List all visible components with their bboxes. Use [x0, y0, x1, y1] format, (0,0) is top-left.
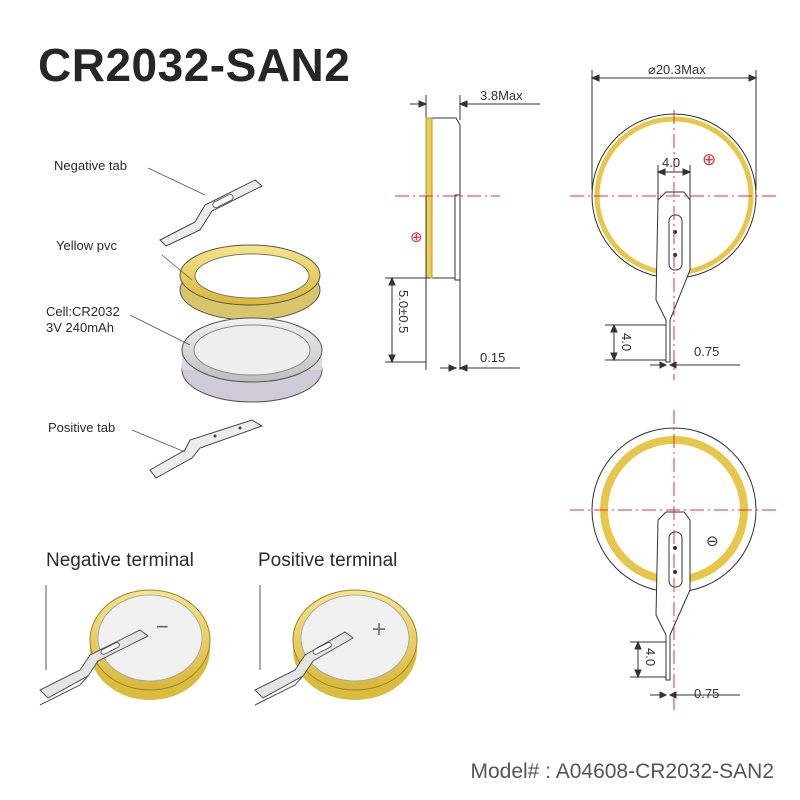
negative-terminal-illustration	[39, 585, 211, 706]
plus-mark-front: ⊕	[702, 150, 717, 169]
model-number: Model# : A04608-CR2032-SAN2	[470, 760, 774, 783]
page-title: CR2032-SAN2	[38, 39, 351, 91]
lead-width-top-dimension: 0.75	[694, 344, 720, 359]
positive-tab-label: Positive tab	[48, 420, 116, 435]
tab-thickness-dimension: 0.15	[480, 350, 506, 365]
positive-terminal-illustration	[254, 585, 418, 706]
front-view-positive-drawing	[570, 70, 780, 380]
positive-tab-illustration	[131, 419, 264, 479]
tab-offset-dimension: 5.0±0.5	[396, 290, 411, 334]
diameter-dimension: ⌀20.3Max	[648, 62, 706, 77]
yellow-pvc-label: Yellow pvc	[56, 238, 117, 253]
cell-label-line2: 3V 240mAh	[46, 320, 114, 335]
thickness-dimension: 3.8Max	[480, 88, 523, 103]
cell-illustration	[129, 314, 323, 403]
minus-mark-front: ⊖	[706, 533, 719, 550]
positive-terminal-label: Positive terminal	[258, 550, 398, 571]
lead-width-bottom-dimension: 0.75	[694, 686, 720, 701]
plus-mark-side: ⊕	[410, 229, 423, 246]
negative-terminal-label: Negative terminal	[46, 550, 194, 571]
negative-sign: −	[156, 614, 169, 639]
negative-tab-label: Negative tab	[54, 158, 127, 173]
front-view-negative-drawing	[570, 410, 780, 710]
side-view-drawing	[385, 95, 540, 372]
negative-tab-illustration	[147, 167, 263, 247]
yellow-pvc-ring-illustration	[161, 244, 321, 321]
positive-sign: +	[372, 616, 387, 643]
cell-label-line1: Cell:CR2032	[46, 304, 120, 319]
tab-length-top-dimension: 4.0	[619, 333, 634, 352]
tab-length-bottom-dimension: 4.0	[643, 648, 658, 667]
tab-width-dimension: 4.0	[662, 155, 681, 170]
